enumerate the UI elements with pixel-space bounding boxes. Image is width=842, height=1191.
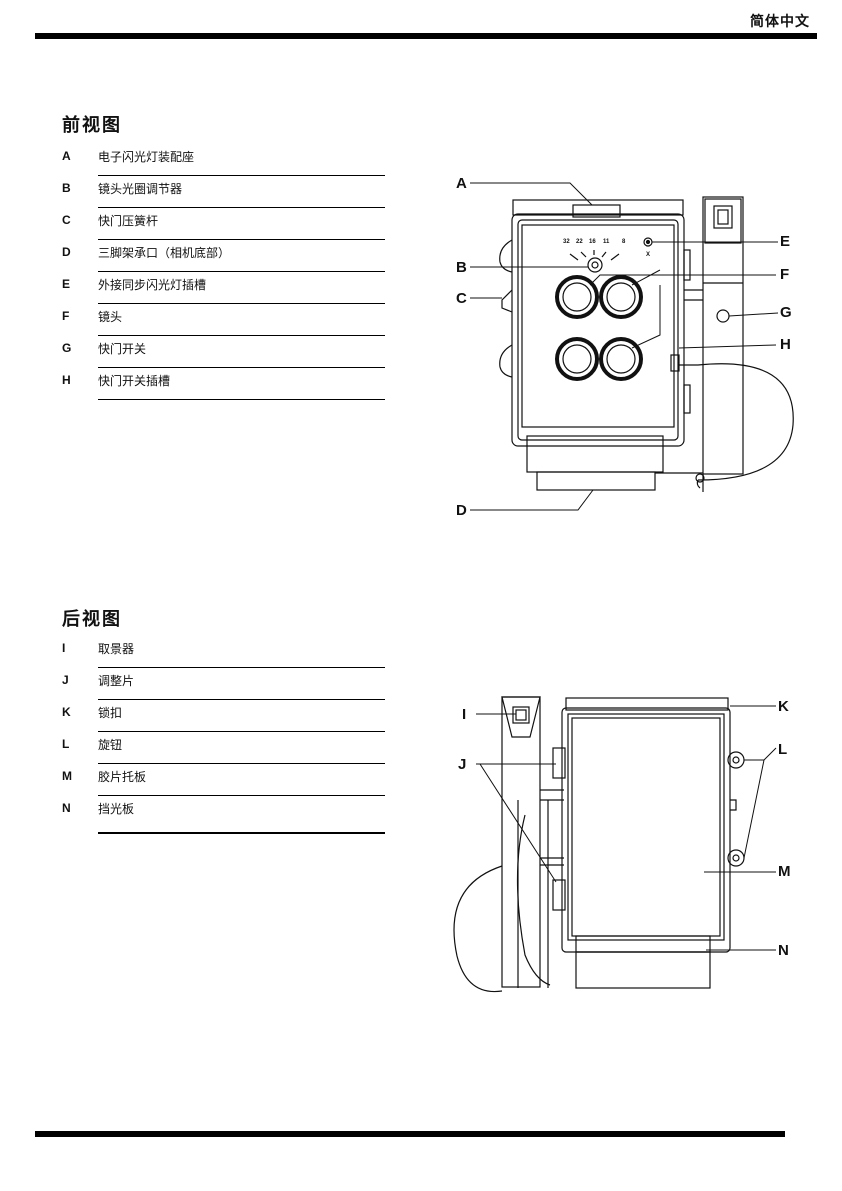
aperture-22: 22 [576,239,583,245]
sync-mark: X [646,252,650,258]
callout-k: K [778,698,789,715]
back-leader-lines [476,706,776,950]
callout-f: F [780,266,789,283]
callout-d: D [456,502,467,519]
callout-b: B [456,259,467,276]
callout-h: H [780,336,791,353]
callout-e: E [780,233,790,250]
aperture-16: 16 [589,239,596,245]
aperture-11: 11 [603,239,610,245]
aperture-32: 32 [563,239,570,245]
callout-j: J [458,756,466,773]
callout-i: I [462,706,466,723]
front-leader-lines [470,183,778,510]
back-view-diagram [454,697,744,992]
callout-c: C [456,290,467,307]
callout-m: M [778,863,791,880]
bottom-rule [35,1131,785,1137]
callout-l: L [778,741,787,758]
aperture-8: 8 [622,239,626,245]
callout-g: G [780,304,792,321]
callout-a: A [456,175,467,192]
front-view-diagram [500,197,793,492]
callout-n: N [778,942,789,959]
